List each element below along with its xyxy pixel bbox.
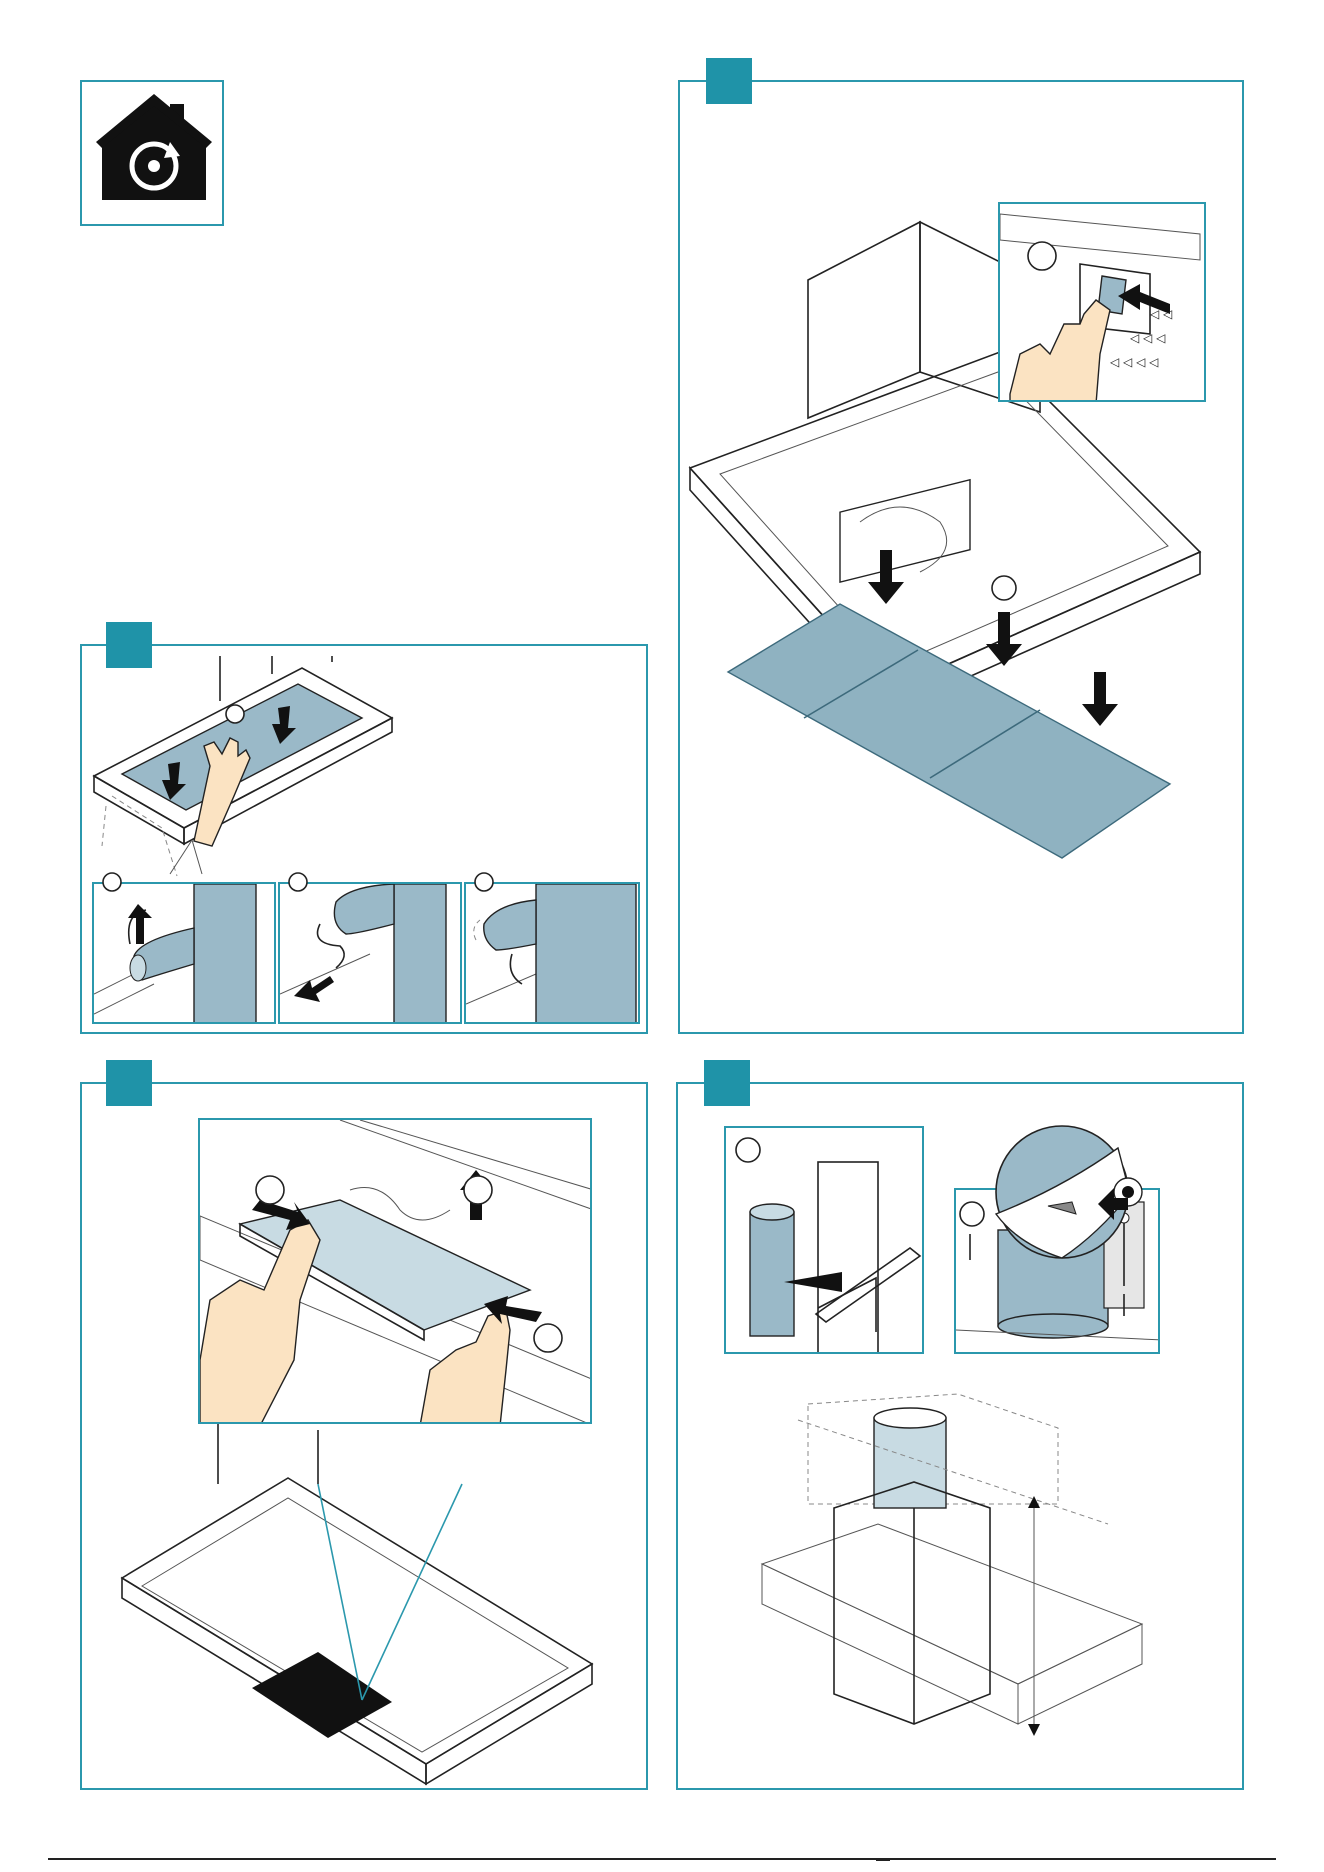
svg-text:◁ ◁: ◁ ◁ — [1149, 307, 1172, 321]
svg-text:◁ ◁ ◁ ◁: ◁ ◁ ◁ ◁ — [1109, 355, 1158, 369]
chimney-installation-panel — [676, 1082, 1244, 1790]
svg-text:◁ ◁ ◁: ◁ ◁ ◁ — [1129, 331, 1165, 345]
footer-rule — [48, 1858, 1276, 1860]
magnifier-detail — [678, 1084, 1246, 1792]
filter-removal-panel — [80, 644, 648, 1034]
button-press-sub-panel: ◁ ◁ ◁ ◁ ◁ ◁ ◁ ◁ ◁ — [998, 202, 1206, 402]
filter-clip-sub-panel — [198, 1118, 592, 1424]
charcoal-filter-panel — [80, 1082, 648, 1790]
footer-mark — [876, 1860, 890, 1865]
house-refresh-icon — [82, 82, 226, 228]
grease-filter-panel: ◁ ◁ ◁ ◁ ◁ ◁ ◁ ◁ ◁ — [678, 80, 1244, 1034]
home-service-icon-box — [80, 80, 224, 226]
